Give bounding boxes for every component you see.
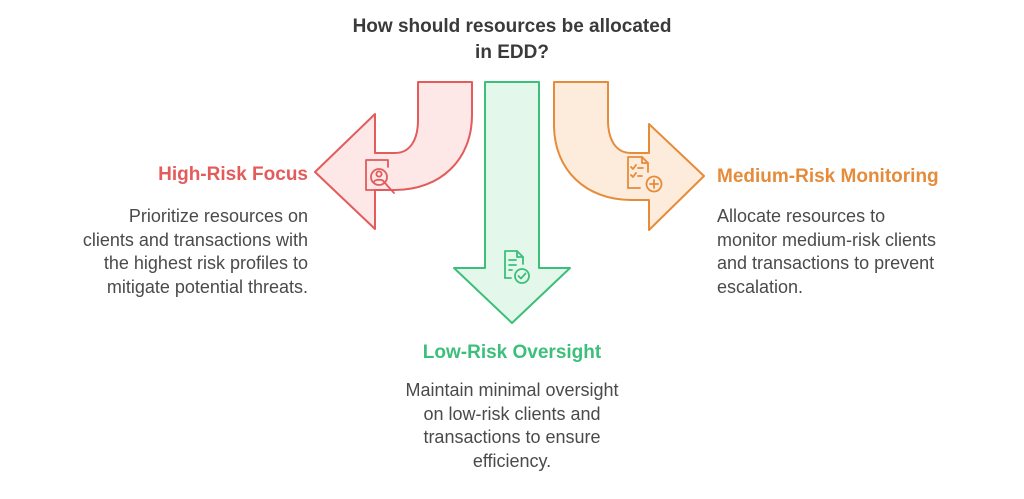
high-risk-desc-line: clients and transactions with xyxy=(82,229,308,250)
user-search-icon xyxy=(365,159,395,194)
title-line-2: in EDD? xyxy=(475,42,549,63)
low-risk-arrow xyxy=(453,81,571,324)
medium-risk-desc-line: escalation. xyxy=(717,276,804,297)
low-risk-desc-line: Maintain minimal oversight xyxy=(405,380,619,400)
high-risk-title: High-Risk Focus xyxy=(158,164,308,185)
low-risk-desc-line: efficiency. xyxy=(472,450,552,471)
medium-risk-title: Medium-Risk Monitoring xyxy=(717,166,939,187)
document-add-icon xyxy=(627,156,663,193)
medium-risk-desc-line: Allocate resources to xyxy=(717,206,886,226)
medium-risk-arrow xyxy=(553,81,705,231)
high-risk-desc-line: mitigate potential threats. xyxy=(106,276,308,297)
high-risk-desc-line: the highest risk profiles to xyxy=(103,253,308,273)
high-risk-arrow xyxy=(314,81,473,230)
medium-risk-desc-line: and transactions to prevent xyxy=(717,253,935,273)
high-risk-description: Prioritize resources on clients and tran… xyxy=(48,205,308,299)
title-line-1: How should resources be allocated xyxy=(352,16,672,37)
low-risk-description: Maintain minimal oversight on low-risk c… xyxy=(362,379,662,473)
medium-risk-desc-line: monitor medium-risk clients xyxy=(717,229,937,250)
medium-risk-description: Allocate resources to monitor medium-ris… xyxy=(717,205,1007,299)
high-risk-desc-line: Prioritize resources on xyxy=(128,206,308,226)
low-risk-desc-line: transactions to ensure xyxy=(423,427,601,447)
low-risk-desc-line: on low-risk clients and xyxy=(423,403,601,424)
low-risk-title: Low-Risk Oversight xyxy=(422,342,602,363)
document-check-icon xyxy=(504,250,530,284)
diagram-title: How should resources be allocated in EDD… xyxy=(312,14,712,66)
